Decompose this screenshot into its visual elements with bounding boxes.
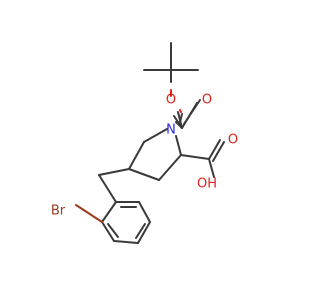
bond-c2-n — [175, 135, 182, 156]
bond-n-c5 — [143, 128, 168, 143]
bond-ar-br — [75, 204, 103, 223]
ester-oxygen-label: O — [166, 93, 176, 108]
tert-butyl-group — [143, 42, 199, 83]
carboxylic-acid — [180, 139, 225, 178]
structure-canvas: O O N O OH Br — [51, 42, 238, 244]
bond-c4-c3 — [128, 168, 160, 181]
bond-ar5 — [138, 201, 151, 223]
bond-c-to-o-double-b — [183, 99, 201, 125]
bromine-label: Br — [51, 204, 66, 219]
bond-c-o-double-b — [212, 141, 225, 162]
acid-hydroxyl-label: OH — [197, 177, 217, 192]
bond-stub — [175, 121, 183, 129]
bond-c4-ch2 — [98, 168, 130, 176]
bond-ar1 — [101, 201, 117, 223]
bond-c-o-double-a — [208, 139, 221, 160]
bond-c5-c4 — [128, 141, 145, 170]
boc-carbonyl-oxygen-label: O — [202, 93, 212, 108]
bond-ar4 — [137, 221, 151, 244]
bond-ar2 — [101, 221, 115, 242]
bond-c-oh — [208, 158, 215, 178]
bond-c2-cooh — [180, 154, 210, 160]
bond-c3-c2 — [158, 154, 182, 181]
acid-carbonyl-oxygen-label: O — [228, 133, 238, 148]
bond-ar-double-3 — [135, 223, 146, 239]
bond-ar3 — [113, 240, 139, 244]
bond-ch2-ring — [98, 174, 117, 203]
bond-o-carbonyl-c — [179, 109, 182, 113]
bromophenyl-ring — [101, 201, 151, 244]
nitrogen-label: N — [166, 123, 176, 138]
bond-ar-double-2 — [107, 223, 119, 238]
molecule-diagram: O O N O OH Br — [51, 42, 238, 244]
pyrrolidine-ring — [128, 121, 183, 181]
benzyl-group — [98, 168, 130, 203]
